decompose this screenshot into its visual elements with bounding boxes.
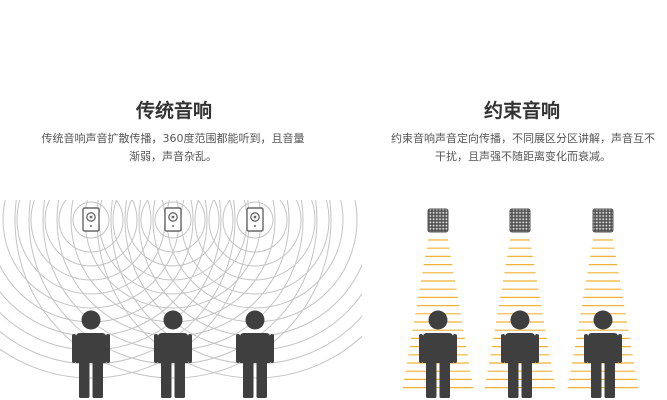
speaker-icon [246, 207, 264, 232]
sound-wave-ring [154, 201, 192, 239]
sound-wave-ring [126, 200, 220, 267]
sound-wave-ring [0, 200, 236, 365]
person-icon [584, 310, 622, 398]
sound-wave-ring [44, 200, 138, 267]
sound-wave-ring [28, 200, 318, 365]
sound-wave-ring [236, 201, 274, 239]
sound-wave-ring [222, 200, 288, 253]
speaker-icon [82, 207, 100, 232]
person-icon [72, 310, 110, 398]
sound-wave-ring [110, 200, 362, 365]
person-icon [501, 310, 539, 398]
sound-wave-ring [72, 201, 110, 239]
sound-wave-ring [14, 200, 332, 379]
traditional-sound-waves [0, 200, 362, 379]
directional-speakers [427, 208, 614, 233]
speaker-icon [164, 207, 182, 232]
array-speaker-icon [427, 208, 449, 233]
person-icon [419, 310, 457, 398]
traditional-speakers [82, 207, 264, 232]
traditional-speaker-description: 传统音响声音扩散传播，360度范围都能听到，且音量渐弱，声音杂乱。 [41, 132, 305, 163]
sound-wave-ring [194, 200, 316, 281]
directional-speaker-title: 约束音响 [483, 100, 560, 122]
array-speaker-icon [509, 208, 531, 233]
person-icon [154, 310, 192, 398]
listeners [72, 310, 622, 398]
sound-wave-ring [208, 200, 302, 267]
array-speaker-icon [592, 208, 614, 233]
traditional-speaker-title: 传统音响 [135, 100, 212, 122]
directional-speaker-description: 约束音响声音定向传播，不同展区分区讲解，声音互不干扰，且声强不随距离变化而衰减。 [391, 132, 655, 163]
person-icon [236, 310, 274, 398]
